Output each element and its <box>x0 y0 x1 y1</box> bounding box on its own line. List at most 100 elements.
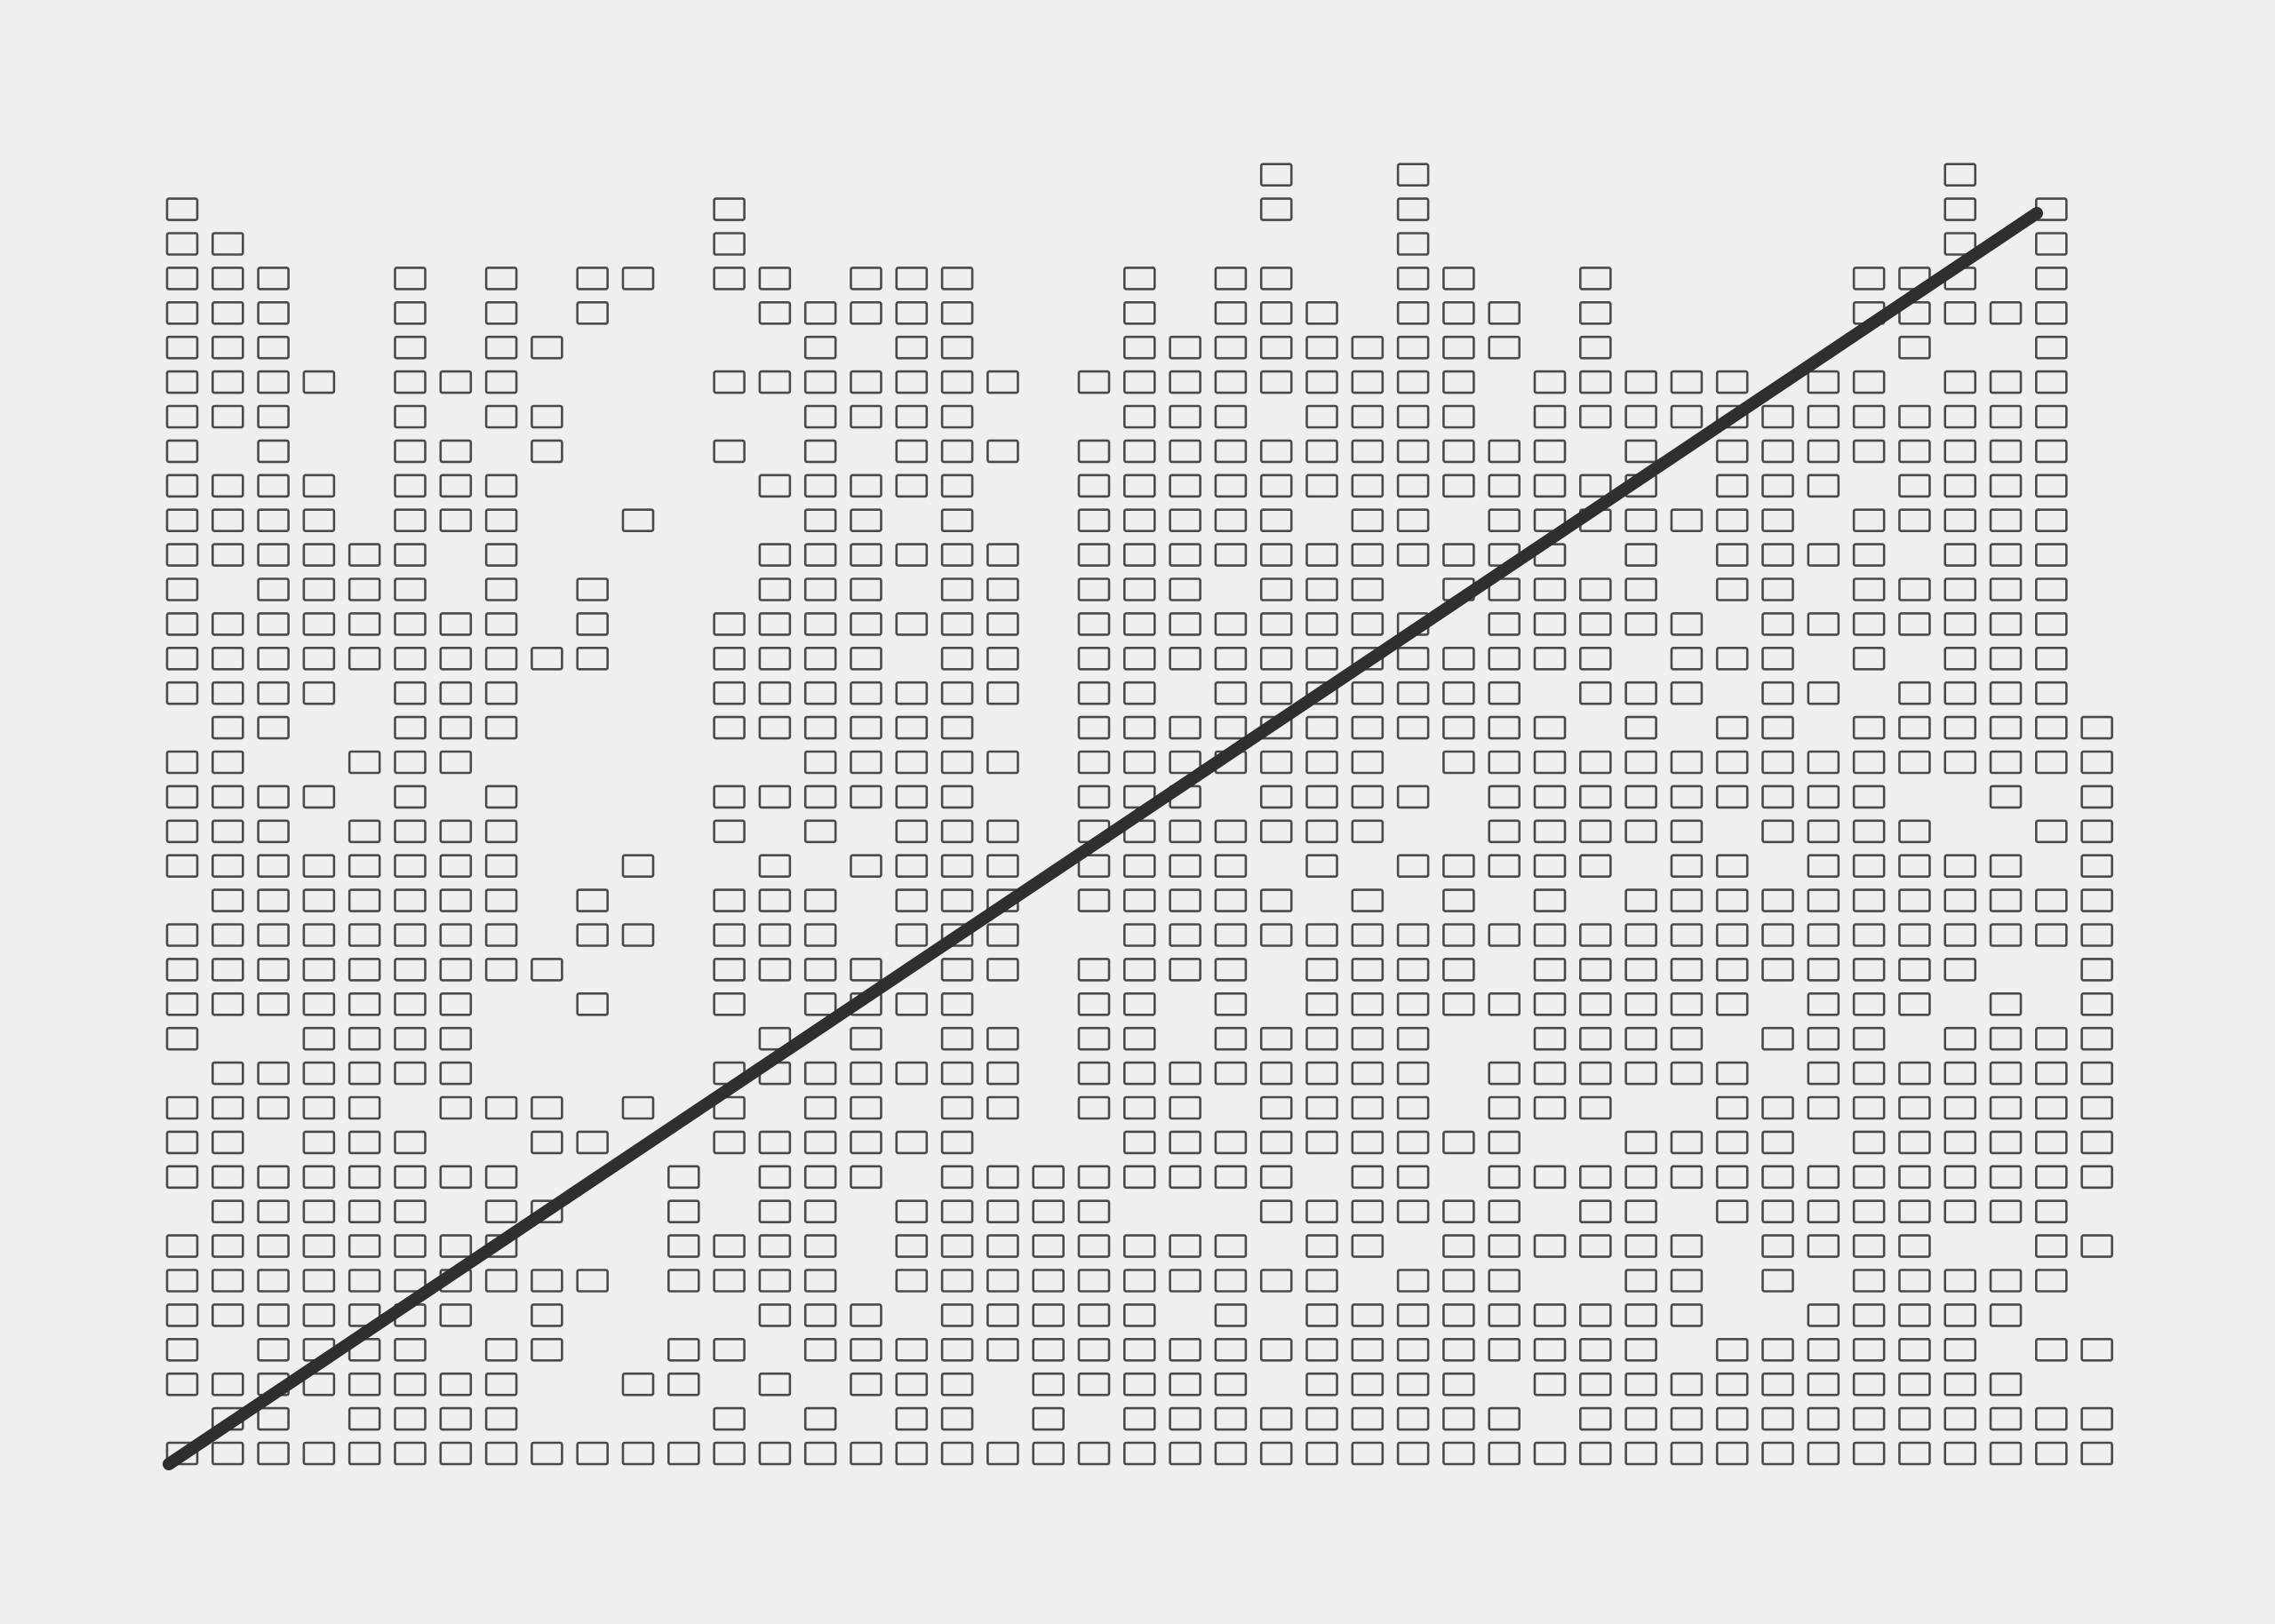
grid-square <box>1169 370 1201 394</box>
grid-square <box>1807 681 1840 705</box>
grid-square <box>212 888 244 912</box>
grid-square <box>1259 1406 1293 1431</box>
grid-square <box>1533 1026 1567 1051</box>
grid-square <box>1898 577 1931 601</box>
grid-square <box>1944 1269 1976 1293</box>
grid-square <box>1305 370 1338 394</box>
grid-square <box>1351 1026 1385 1051</box>
grid-square <box>1077 646 1111 671</box>
grid-square <box>1579 1165 1612 1190</box>
grid-square <box>1898 1234 1931 1258</box>
grid-square <box>1852 750 1886 775</box>
grid-square <box>576 577 610 601</box>
grid-square <box>394 888 427 912</box>
grid-square <box>2035 1130 2068 1155</box>
grid-square <box>484 335 518 360</box>
grid-square <box>1351 1234 1385 1258</box>
grid-square <box>1169 1338 1201 1362</box>
grid-square <box>1214 1303 1248 1327</box>
grid-square <box>1305 1303 1338 1327</box>
grid-square <box>1852 1441 1886 1466</box>
grid-square <box>758 474 792 498</box>
grid-square <box>484 715 518 740</box>
grid-square <box>1852 370 1886 394</box>
grid-square <box>439 1441 473 1466</box>
grid-square <box>1944 232 1976 256</box>
grid-square <box>986 819 1019 844</box>
grid-square <box>940 508 974 533</box>
grid-square <box>1351 612 1385 636</box>
grid-square <box>2080 1026 2113 1051</box>
grid-square <box>1214 508 1248 533</box>
grid-square <box>986 750 1019 775</box>
grid-square <box>986 1234 1019 1258</box>
grid-square <box>484 1338 518 1362</box>
grid-square <box>1944 577 1976 601</box>
grid-square <box>1214 335 1248 360</box>
grid-square <box>758 923 792 947</box>
grid-square <box>713 612 746 636</box>
grid-square <box>531 1441 563 1466</box>
grid-square <box>1169 335 1201 360</box>
grid-square <box>576 923 610 947</box>
grid-square <box>986 577 1019 601</box>
grid-square <box>1396 232 1430 256</box>
grid-square <box>347 646 381 671</box>
grid-square <box>1488 646 1521 671</box>
grid-square <box>1761 819 1794 844</box>
grid-square <box>1351 1130 1385 1155</box>
grid-square <box>850 784 882 809</box>
grid-square <box>2035 1269 2068 1293</box>
grid-square <box>1305 992 1338 1016</box>
grid-square <box>484 646 518 671</box>
grid-square <box>1715 646 1749 671</box>
grid-square <box>1305 1061 1338 1086</box>
grid-square <box>394 439 427 464</box>
grid-square <box>257 612 290 636</box>
grid-square <box>621 267 655 291</box>
grid-square <box>850 854 882 879</box>
grid-square <box>803 612 837 636</box>
grid-square <box>1169 958 1201 982</box>
grid-square <box>1442 854 1475 879</box>
grid-square <box>212 543 244 567</box>
grid-square <box>1123 681 1156 705</box>
grid-square <box>1396 1372 1430 1397</box>
grid-square <box>1898 923 1931 947</box>
grid-square <box>850 612 882 636</box>
grid-square <box>940 370 974 394</box>
grid-square <box>212 992 244 1016</box>
grid-square <box>1123 646 1156 671</box>
grid-square <box>347 1234 381 1258</box>
grid-square <box>1123 300 1156 325</box>
grid-square <box>1852 612 1886 636</box>
grid-square <box>2080 923 2113 947</box>
grid-square <box>1533 992 1567 1016</box>
grid-square <box>1169 577 1201 601</box>
grid-square <box>1396 715 1430 740</box>
grid-square <box>1169 1061 1201 1086</box>
grid-square <box>713 992 746 1016</box>
grid-square <box>2080 992 2113 1016</box>
grid-square <box>1259 1095 1293 1120</box>
grid-square <box>394 267 427 291</box>
grid-square <box>1579 1338 1612 1362</box>
grid-square <box>302 612 336 636</box>
grid-square <box>1396 1269 1430 1293</box>
grid-square <box>1442 750 1475 775</box>
grid-square <box>394 577 427 601</box>
grid-square <box>1488 508 1521 533</box>
grid-square <box>439 612 473 636</box>
grid-square <box>1077 715 1111 740</box>
grid-square <box>850 750 882 775</box>
grid-square <box>576 1441 610 1466</box>
grid-square <box>439 888 473 912</box>
grid-square <box>2035 543 2068 567</box>
grid-square <box>1259 1130 1293 1155</box>
grid-square <box>1032 1165 1065 1190</box>
grid-square <box>850 715 882 740</box>
grid-square <box>803 819 837 844</box>
grid-square <box>1989 923 2023 947</box>
grid-square <box>1579 784 1612 809</box>
grid-square <box>484 543 518 567</box>
